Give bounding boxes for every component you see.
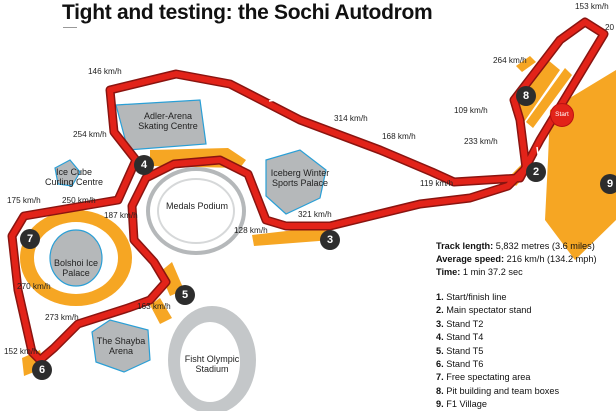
marker-5: 5	[175, 285, 195, 305]
legend-item: 5. Stand T5	[436, 345, 484, 356]
marker-9: 9	[600, 174, 616, 194]
legend-item: 7. Free spectating area	[436, 372, 531, 383]
ice-cube-shape	[54, 159, 81, 187]
speed-label: 146 km/h	[88, 67, 122, 76]
speed-label: 153 km/h	[575, 2, 609, 11]
pit-building-2	[526, 68, 572, 128]
stat-speed: Average speed: 216 km/h (134.2 mph)	[436, 254, 597, 264]
shayba-shape	[91, 319, 151, 373]
direction-arrow-icon	[261, 91, 278, 102]
legend-item: 6. Stand T6	[436, 359, 484, 370]
speed-label: 321 km/h	[298, 210, 332, 219]
legend-list: 1. Start/finish line 2. Main spectator s…	[436, 291, 559, 412]
bolshoi-palace-shape	[49, 229, 103, 287]
pit-building-3	[516, 56, 536, 72]
speed-label: 270 km/h	[17, 282, 51, 291]
marker-7: 7	[20, 229, 40, 249]
speed-label: 168 km/h	[382, 132, 416, 141]
speed-label: 314 km/h	[334, 114, 368, 123]
speed-label: 233 km/h	[464, 137, 498, 146]
stand-extra	[150, 298, 172, 324]
speed-label: 152 km/h	[4, 347, 38, 356]
legend-item: 8. Pit building and team boxes	[436, 385, 560, 396]
page-title: Tight and testing: the Sochi Autodrom	[62, 1, 433, 24]
speed-label: 163 km/h	[137, 302, 171, 311]
speed-label: 128 km/h	[234, 226, 268, 235]
speed-label: 175 km/h	[7, 196, 41, 205]
legend-item: 9. F1 Village	[436, 399, 487, 410]
marker-3: 3	[320, 230, 340, 250]
pit-building	[512, 60, 560, 122]
speed-label: 273 km/h	[45, 313, 79, 322]
marker-6: 6	[32, 360, 52, 380]
stat-length: Track length: 5,832 metres (3.6 miles)	[436, 241, 595, 251]
direction-arrow-icon	[536, 137, 549, 155]
speed-label: 187 km/h	[104, 211, 138, 220]
speed-label: 20	[605, 23, 615, 32]
legend-item: 2. Main spectator stand	[436, 305, 532, 316]
venue-medals-podium: Medals Podium	[165, 201, 229, 211]
legend-item: 3. Stand T2	[436, 318, 484, 329]
stand-t2	[252, 226, 332, 246]
f1-village	[545, 70, 616, 260]
speed-label: 254 km/h	[73, 130, 107, 139]
start-finish-badge: Start	[550, 103, 574, 127]
iceberg-shape	[265, 149, 327, 215]
legend-item: 4. Stand T4	[436, 332, 484, 343]
legend-item: 1. Start/finish line	[436, 292, 507, 302]
track-stats: Track length: 5,832 metres (3.6 miles) A…	[436, 240, 597, 279]
fisht-stadium-inner	[180, 322, 240, 402]
medals-podium-inner	[157, 178, 235, 244]
race-track-surface	[9, 19, 607, 363]
adler-arena-shape	[115, 99, 207, 151]
title-rule	[63, 27, 77, 28]
speed-label: 264 km/h	[493, 56, 527, 65]
speed-label: 250 km/h	[62, 196, 96, 205]
marker-8: 8	[516, 86, 536, 106]
stat-time: Time: 1 min 37.2 sec	[436, 267, 523, 277]
speed-label: 109 km/h	[454, 106, 488, 115]
marker-2: 2	[526, 162, 546, 182]
speed-label: 119 km/h	[420, 179, 454, 188]
marker-4: 4	[134, 155, 154, 175]
